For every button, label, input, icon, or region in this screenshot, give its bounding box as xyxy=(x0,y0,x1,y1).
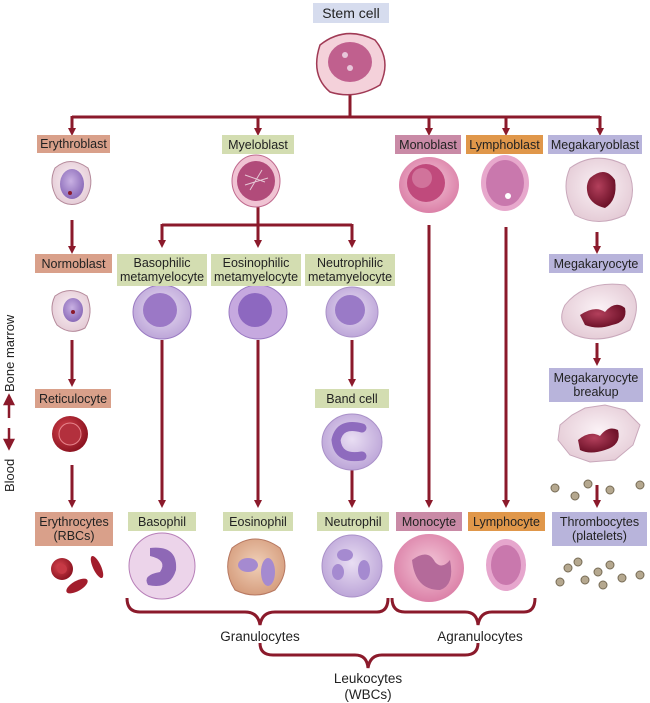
erythroblast-illustration xyxy=(51,161,92,205)
label-basophilic-metamyelocyte: Basophilic metamyelocyte xyxy=(117,254,207,286)
lymphocyte-illustration xyxy=(486,539,526,591)
label-lymphoblast: Lymphoblast xyxy=(466,135,543,154)
cell-illustrations xyxy=(51,32,645,602)
label-reticulocyte: Reticulocyte xyxy=(35,389,111,408)
label-eosinophil: Eosinophil xyxy=(223,512,293,531)
platelet-fragments xyxy=(550,479,645,590)
myeloblast-illustration xyxy=(231,154,281,208)
label-megakaryoblast: Megakaryoblast xyxy=(548,135,642,154)
label-erythroblast: Erythroblast xyxy=(37,135,110,153)
eosinophil-illustration xyxy=(227,538,286,596)
label-erythrocytes: Erythrocytes (RBCs) xyxy=(35,512,113,546)
stem-cell-illustration xyxy=(315,32,386,96)
megakaryocyte-illustration xyxy=(561,283,637,340)
basophilic-metamyelocyte-illustration xyxy=(132,284,192,340)
monocyte-illustration xyxy=(394,534,464,602)
monoblast-illustration xyxy=(399,157,459,213)
granulocytes-brace xyxy=(125,597,390,626)
group-braces xyxy=(125,597,537,669)
label-stem-cell: Stem cell xyxy=(313,3,389,23)
label-band-cell: Band cell xyxy=(315,389,389,408)
basophil-illustration xyxy=(128,532,196,600)
leukocytes-brace xyxy=(258,642,480,669)
label-neutrophil: Neutrophil xyxy=(317,512,389,531)
arrow-down-icon xyxy=(2,438,16,451)
label-basophil: Basophil xyxy=(128,512,196,531)
axis-label-blood: Blood xyxy=(2,458,17,492)
connector-lines xyxy=(68,95,604,508)
arrow-up-icon xyxy=(2,393,16,406)
label-myeloblast: Myeloblast xyxy=(222,135,294,154)
megakaryoblast-illustration xyxy=(565,157,633,222)
axis-arrows xyxy=(2,393,16,451)
label-leukocytes: Leukocytes (WBCs) xyxy=(333,671,403,702)
band-cell-illustration xyxy=(321,413,383,471)
label-megakaryocyte: Megakaryocyte xyxy=(549,254,643,273)
eosinophilic-metamyelocyte-illustration xyxy=(228,284,288,340)
label-lymphocyte: Lymphocyte xyxy=(468,512,545,531)
label-normoblast: Normoblast xyxy=(35,254,112,273)
reticulocyte-illustration xyxy=(52,416,88,452)
label-megakaryocyte-breakup: Megakaryocyte breakup xyxy=(549,368,643,402)
megakaryocyte-breakup-illustration xyxy=(557,404,641,463)
label-agranulocytes: Agranulocytes xyxy=(437,629,523,644)
label-neutrophilic-metamyelocyte: Neutrophilic metamyelocyte xyxy=(305,254,395,286)
label-eosinophilic-metamyelocyte: Eosinophilic metamyelocyte xyxy=(211,254,301,286)
label-monocyte: Monocyte xyxy=(396,512,462,531)
label-monoblast: Monoblast xyxy=(395,135,461,154)
lymphoblast-illustration xyxy=(481,155,529,211)
label-thrombocytes: Thrombocytes (platelets) xyxy=(552,512,647,546)
agranulocytes-brace xyxy=(390,597,537,626)
normoblast-illustration xyxy=(51,290,91,332)
axis-label-bone-marrow: Bone marrow xyxy=(2,314,17,392)
label-granulocytes: Granulocytes xyxy=(220,629,300,644)
erythrocytes-illustration xyxy=(51,555,104,594)
neutrophil-illustration xyxy=(321,534,383,598)
neutrophilic-metamyelocyte-illustration xyxy=(325,286,379,338)
